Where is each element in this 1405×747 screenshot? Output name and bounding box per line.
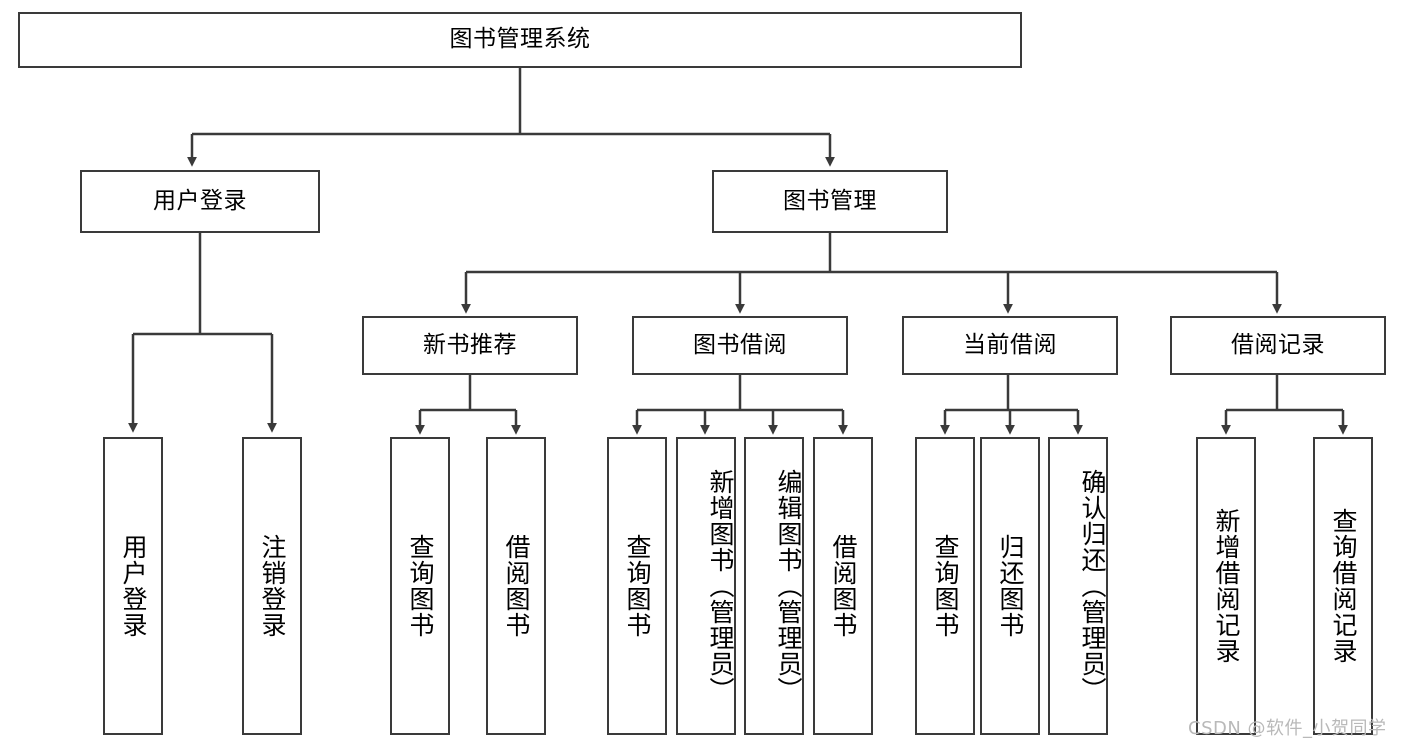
node-label: 图书管理系统 (449, 26, 591, 53)
node-label: 查询借阅记录 (1329, 508, 1358, 664)
node-label: 编辑图书（管理员） (774, 469, 803, 703)
leaf-current-borrow-confirm-return-admin[interactable]: 确认归还（管理员） (1048, 437, 1108, 735)
leaf-borrow-record-query-record[interactable]: 查询借阅记录 (1313, 437, 1373, 735)
node-label: 图书管理 (783, 187, 877, 214)
node-label: 借阅图书 (829, 534, 858, 638)
node-label: 借阅图书 (502, 534, 531, 638)
node-new-book-recommend[interactable]: 新书推荐 (362, 316, 578, 375)
node-book-management[interactable]: 图书管理 (712, 170, 948, 233)
node-book-borrow[interactable]: 图书借阅 (632, 316, 848, 375)
leaf-borrow-record-add-record[interactable]: 新增借阅记录 (1196, 437, 1256, 735)
node-label: 用户登录 (119, 534, 148, 638)
leaf-new-book-query-book[interactable]: 查询图书 (390, 437, 450, 735)
node-current-borrow[interactable]: 当前借阅 (902, 316, 1118, 375)
node-label: 新增借阅记录 (1212, 508, 1241, 664)
node-label: 当前借阅 (963, 331, 1057, 358)
node-label: 借阅记录 (1231, 331, 1325, 358)
node-label: 图书借阅 (693, 331, 787, 358)
node-label: 查询图书 (406, 534, 435, 638)
node-user-login[interactable]: 用户登录 (80, 170, 320, 233)
leaf-new-book-borrow-book[interactable]: 借阅图书 (486, 437, 546, 735)
leaf-current-borrow-query-book[interactable]: 查询图书 (915, 437, 975, 735)
leaf-book-borrow-edit-book-admin[interactable]: 编辑图书（管理员） (744, 437, 804, 735)
node-borrow-record[interactable]: 借阅记录 (1170, 316, 1386, 375)
node-label: 归还图书 (996, 534, 1025, 638)
node-label: 注销登录 (258, 534, 287, 638)
node-root-book-management-system[interactable]: 图书管理系统 (18, 12, 1022, 68)
leaf-book-borrow-query-book[interactable]: 查询图书 (607, 437, 667, 735)
node-label: 新书推荐 (423, 331, 517, 358)
node-label: 新增图书（管理员） (706, 469, 735, 703)
leaf-user-login-logout[interactable]: 注销登录 (242, 437, 302, 735)
leaf-user-login-login[interactable]: 用户登录 (103, 437, 163, 735)
leaf-book-borrow-add-book-admin[interactable]: 新增图书（管理员） (676, 437, 736, 735)
node-label: 查询图书 (623, 534, 652, 638)
node-label: 查询图书 (931, 534, 960, 638)
csdn-watermark: CSDN @软件_小贺同学 (1188, 718, 1387, 739)
leaf-current-borrow-return-book[interactable]: 归还图书 (980, 437, 1040, 735)
node-label: 确认归还（管理员） (1078, 469, 1107, 703)
node-label: 用户登录 (153, 187, 247, 214)
leaf-book-borrow-borrow-book[interactable]: 借阅图书 (813, 437, 873, 735)
